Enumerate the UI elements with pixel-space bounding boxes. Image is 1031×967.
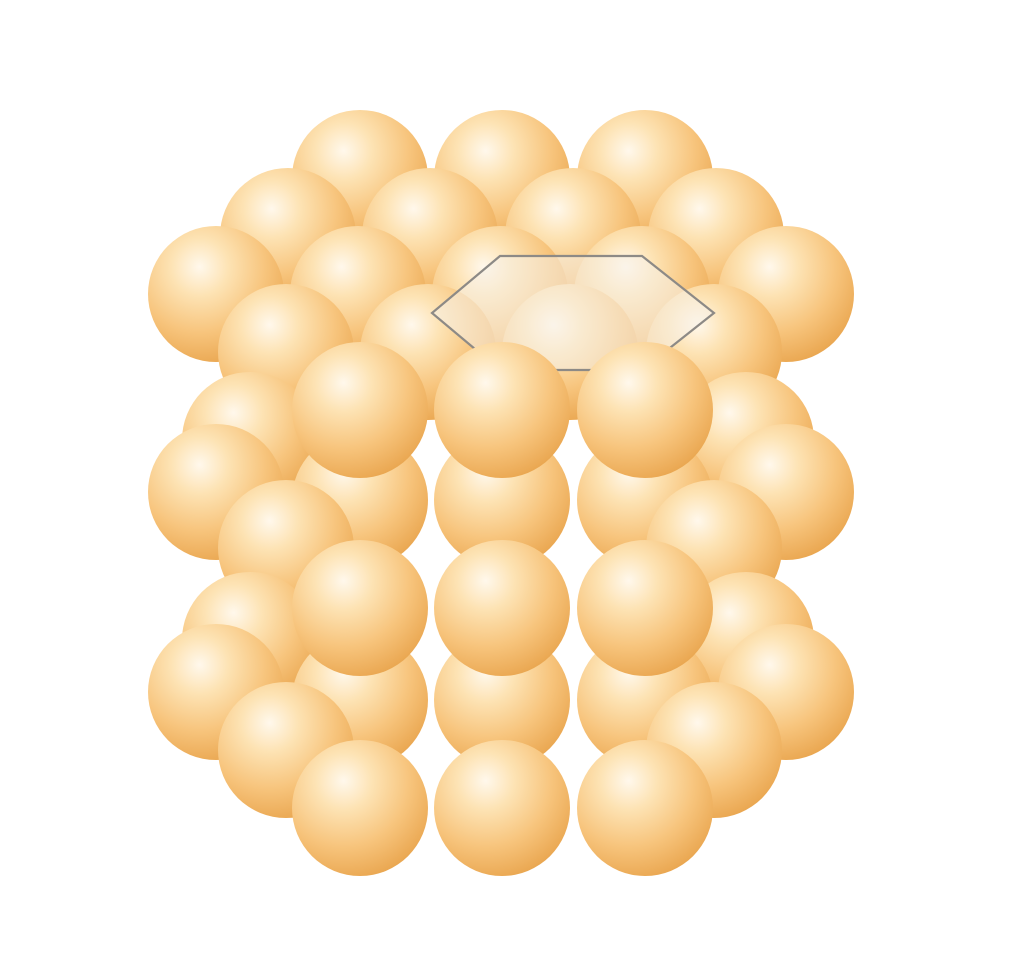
atom-sphere-body (577, 342, 713, 478)
atom-sphere (577, 342, 713, 478)
atom-sphere-body (434, 342, 570, 478)
atom-sphere-body (434, 540, 570, 676)
atom-sphere (577, 540, 713, 676)
atom-sphere-body (577, 540, 713, 676)
atom-sphere (292, 540, 428, 676)
atom-sphere (434, 740, 570, 876)
atom-sphere (292, 342, 428, 478)
atom-sphere-body (577, 740, 713, 876)
atom-sphere-body (292, 342, 428, 478)
atom-sphere-body (434, 740, 570, 876)
atom-sphere (434, 540, 570, 676)
atom-sphere (577, 740, 713, 876)
atom-sphere (434, 342, 570, 478)
atom-sphere-body (292, 540, 428, 676)
atom-group-front (148, 342, 854, 876)
atom-sphere (292, 740, 428, 876)
atom-sphere-body (292, 740, 428, 876)
